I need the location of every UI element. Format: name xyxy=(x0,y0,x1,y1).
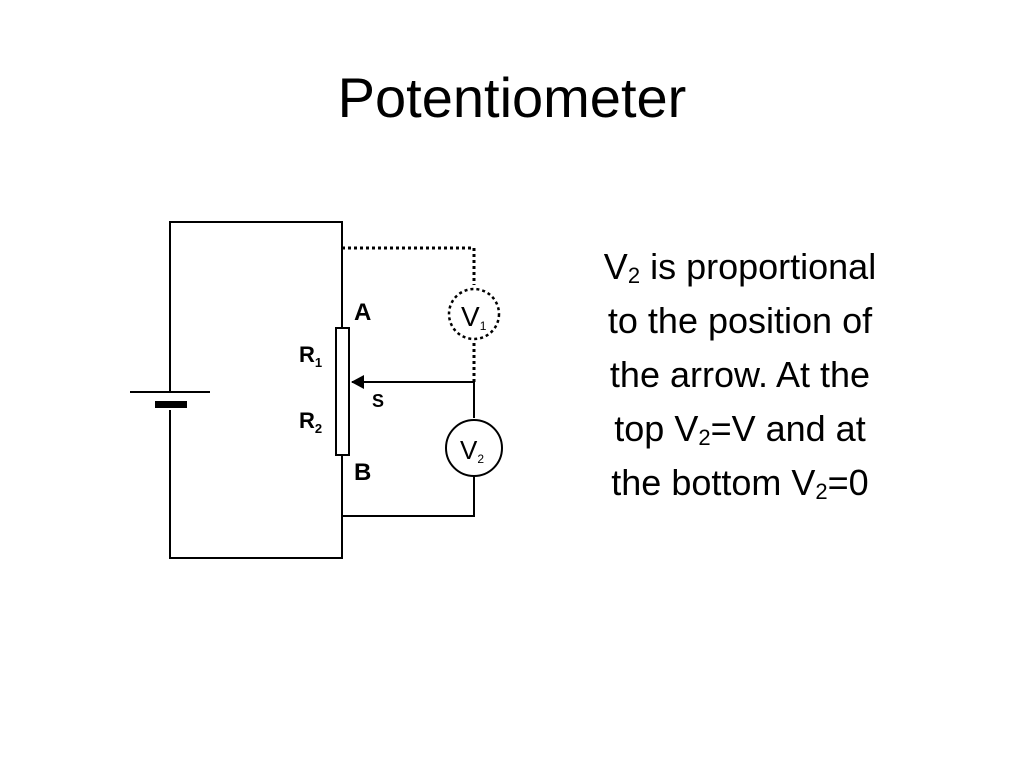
caption-text: V2 is proportional to the position of th… xyxy=(540,240,940,510)
caption-line: to the position of xyxy=(607,300,873,341)
voltmeter-v1-icon xyxy=(447,287,501,341)
battery-icon xyxy=(130,391,210,408)
caption-line: the bottom V2=0 xyxy=(611,462,869,504)
voltmeter-v2-icon xyxy=(445,419,503,477)
battery-loop-wire xyxy=(169,221,343,392)
resistor-r1-label: R1 xyxy=(299,342,322,370)
caption-line: V2 is proportional xyxy=(603,246,877,288)
voltmeter-v1-label: V1 xyxy=(461,301,487,333)
slider-label: S xyxy=(372,391,384,411)
slider-arrow-icon xyxy=(351,375,364,389)
caption-line: the arrow. At the xyxy=(609,354,871,395)
slider-wire xyxy=(352,381,475,418)
caption-line: top V2=V and at xyxy=(614,408,866,450)
terminal-a-label: A xyxy=(354,299,371,326)
potentiometer-resistor xyxy=(335,327,350,456)
voltmeter-v2-label: V2 xyxy=(460,435,484,466)
resistor-r2-label: R2 xyxy=(299,408,322,436)
terminal-b-label: B xyxy=(354,459,371,486)
v2-return-wire xyxy=(342,476,475,517)
slide-title: Potentiometer xyxy=(337,66,687,129)
v1-dotted-wire xyxy=(342,246,476,382)
battery-loop-wire-bottom xyxy=(169,410,343,559)
